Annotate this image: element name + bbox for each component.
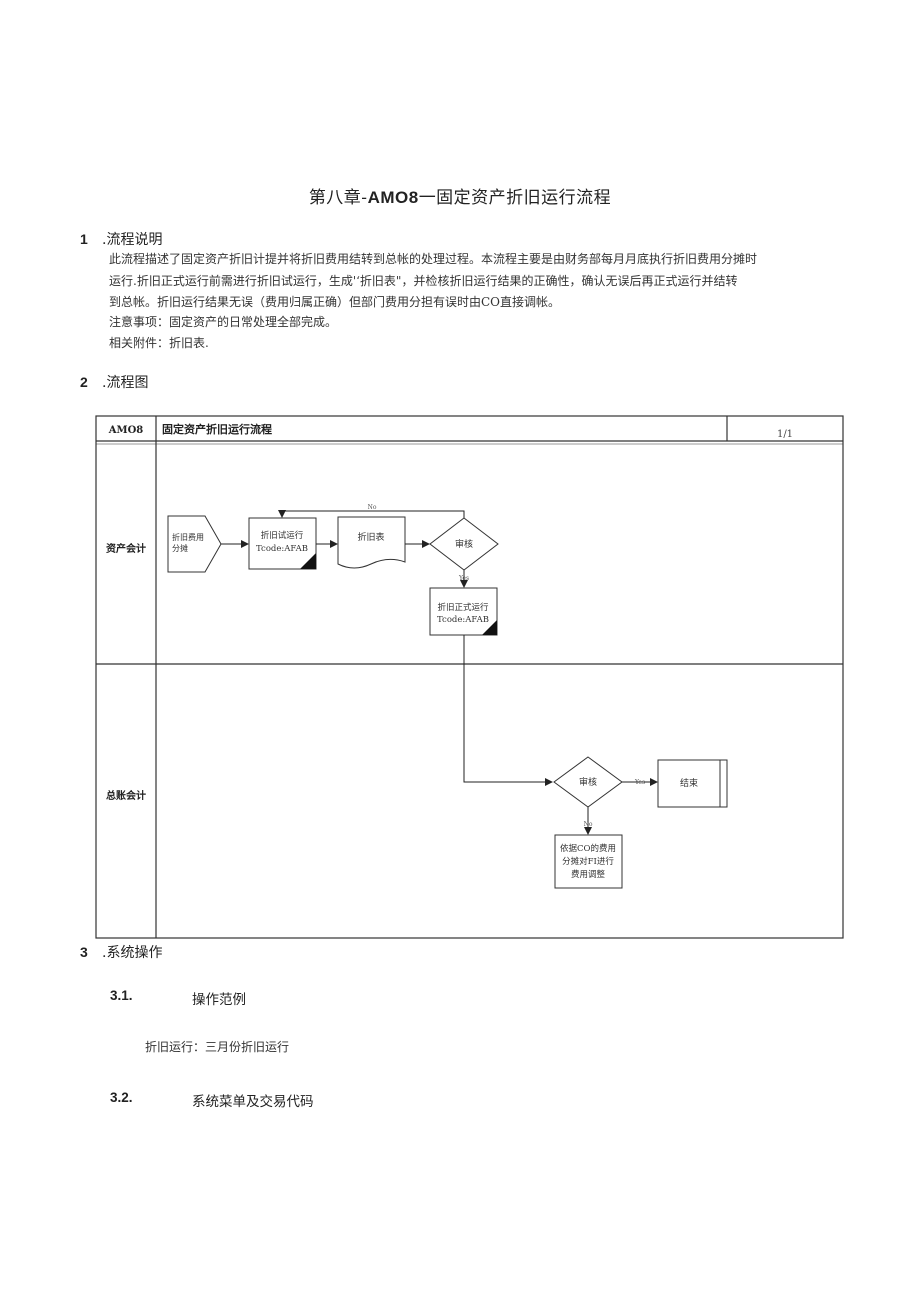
no-loop-arrow xyxy=(278,510,465,518)
title-suffix: 一固定资产折旧运行流程 xyxy=(418,188,612,208)
section-1-heading: 1 .流程说明 xyxy=(80,229,162,249)
subsection-3-2: 3.2. 系统菜单及交易代码 xyxy=(110,1090,510,1110)
label-yes-1: Yes xyxy=(458,575,469,582)
end-box xyxy=(657,759,728,808)
attachment-text: 相关附件：折旧表. xyxy=(109,336,209,350)
paragraph-line-2: 运行.折旧正式运行前需进行折旧试运行，生成'‘折旧表"，并检核折旧运行结果的正确… xyxy=(109,273,738,288)
section-3-heading: 3 .系统操作 xyxy=(80,942,162,962)
report-document xyxy=(337,516,406,569)
trial-run-box xyxy=(248,517,317,570)
start-node xyxy=(167,515,222,573)
title-prefix: 第八章- xyxy=(308,188,368,208)
formal-run-line-2: Tcode:AFAB xyxy=(437,615,489,625)
lane-gl-accountant: 总账会计 xyxy=(106,789,146,802)
page-number: 1/1 xyxy=(777,429,793,440)
section-3-title: .系统操作 xyxy=(102,945,163,961)
end-label: 结束 xyxy=(680,777,698,789)
subsection-3-1: 3.1. 操作范例 xyxy=(110,988,510,1008)
section-2-number: 2 xyxy=(80,374,88,390)
trial-run-line-1: 折旧试运行 xyxy=(261,530,304,541)
formal-to-review-arrow xyxy=(463,635,553,786)
review-1-label: 审核 xyxy=(455,538,473,550)
start-node-line-1: 折旧费用 xyxy=(172,532,204,542)
example-text: 折旧运行：三月份折旧运行 xyxy=(145,1040,290,1054)
note-text: 注意事项：固定资产的日常处理全部完成。 xyxy=(109,315,338,329)
subsection-3-1-number: 3.1. xyxy=(110,988,133,1003)
header-title: 固定资产折旧运行流程 xyxy=(162,422,272,436)
start-node-line-2: 分摊 xyxy=(172,543,188,553)
label-no-top: No xyxy=(368,504,377,511)
subsection-3-2-number: 3.2. xyxy=(110,1090,133,1105)
adjustment-line-3: 费用调整 xyxy=(571,869,606,880)
adjustment-line-1: 依据CO的费用 xyxy=(560,843,616,854)
section-3-number: 3 xyxy=(80,944,88,960)
section-1-paragraph: 此流程描述了固定资产折旧计提并将折旧费用结转到总帐的处理过程。本流程主要是由财务… xyxy=(109,249,869,314)
label-yes-2: Yes xyxy=(634,779,645,786)
adjustment-line-2: 分摊对FI进行 xyxy=(562,856,614,867)
paragraph-line-1: 此流程描述了固定资产折旧计提并将折旧费用结转到总帐的处理过程。本流程主要是由财务… xyxy=(109,252,758,266)
formal-run-line-1: 折旧正式运行 xyxy=(437,602,489,613)
subsection-3-1-title: 操作范例 xyxy=(192,992,246,1008)
lane-asset-accountant: 资产会计 xyxy=(106,542,146,555)
label-no-2: No xyxy=(584,821,593,828)
section-1-number: 1 xyxy=(80,231,88,247)
section-2-heading: 2 .流程图 xyxy=(80,372,148,392)
page-title: 第八章-AMO8一固定资产折旧运行流程 xyxy=(0,183,920,208)
adjustment-box xyxy=(554,834,623,889)
flowchart-frame xyxy=(95,415,844,939)
review-2-label: 审核 xyxy=(579,776,597,788)
trial-run-line-2: Tcode:AFAB xyxy=(256,544,308,554)
title-code: AMO8 xyxy=(367,188,419,207)
section-1-title: .流程说明 xyxy=(102,232,163,248)
section-2-title: .流程图 xyxy=(102,375,149,391)
paragraph-line-3: 到总帐。折旧运行结果无误（费用归属正确）但部门费用分担有误时由CO直接调帐。 xyxy=(109,295,561,309)
header-code: AMO8 xyxy=(108,425,144,436)
report-label: 折旧表 xyxy=(357,531,384,543)
subsection-3-2-title: 系统菜单及交易代码 xyxy=(192,1094,314,1110)
